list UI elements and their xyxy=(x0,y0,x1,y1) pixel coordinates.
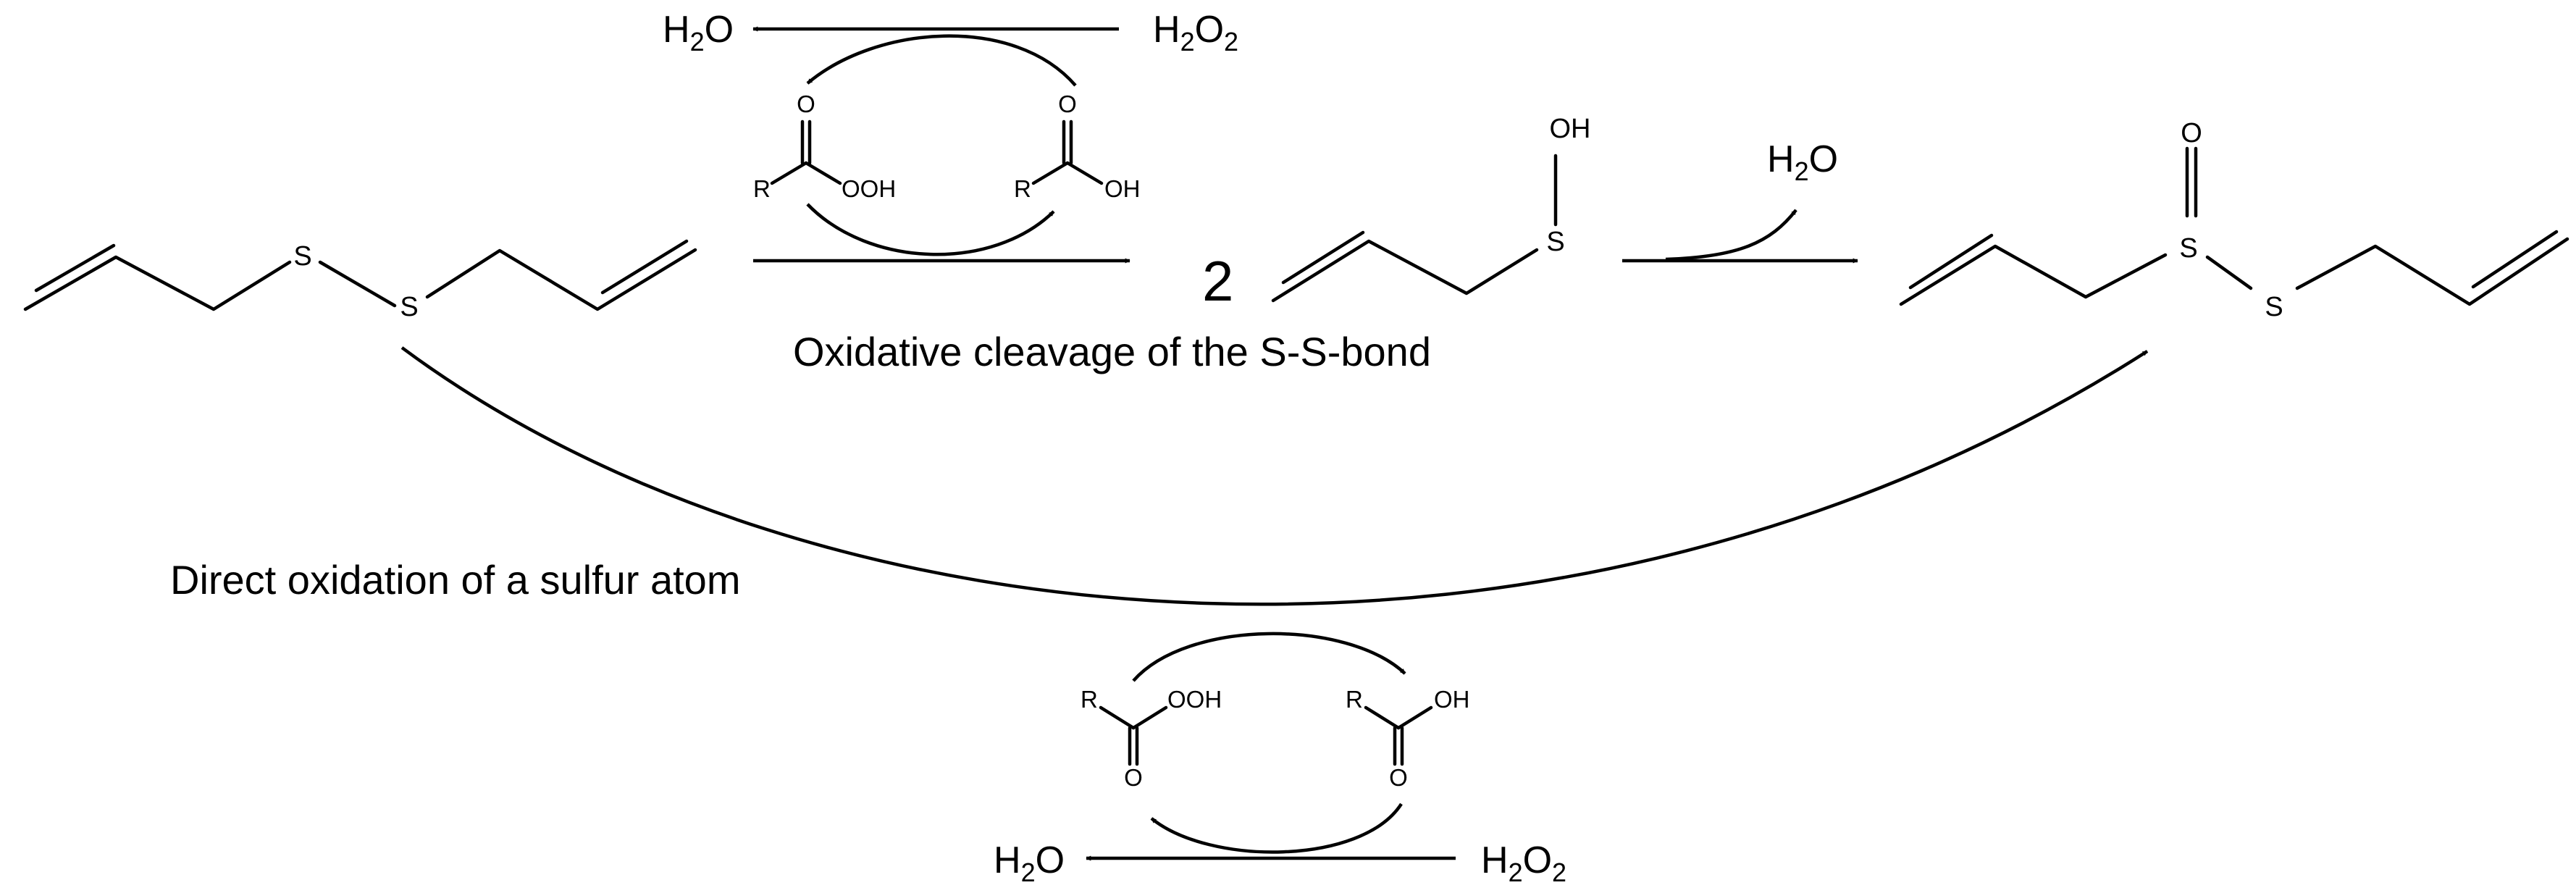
oxidation-arc-bottom xyxy=(1132,632,1406,682)
sulfur-label: S xyxy=(1546,227,1564,257)
hydroxyl-label: OH xyxy=(1550,114,1591,144)
allicin: S O S xyxy=(1899,118,2569,322)
sulfur-label-2: S xyxy=(400,292,418,322)
diallyl-disulfide: S S xyxy=(23,239,697,322)
recycle-arrow-bottom xyxy=(1150,802,1403,854)
stoichiometry-coefficient: 2 xyxy=(1202,249,1233,313)
water-label-released: H2O xyxy=(1767,138,1838,186)
r-group-label: R xyxy=(1014,175,1031,202)
direct-oxidation-arrow xyxy=(400,346,2149,606)
ooh-label: OOH xyxy=(1167,686,1222,713)
oh-label: OH xyxy=(1434,686,1470,713)
carboxylic-acid-top: R O OH xyxy=(1014,91,1141,202)
carbonyl-oxygen-label: O xyxy=(1124,764,1143,791)
water-label-bottom: H2O xyxy=(994,839,1065,887)
recycle-arrow-top xyxy=(806,34,1077,87)
oh-label: OH xyxy=(1104,175,1141,202)
thioether-sulfur-label: S xyxy=(2265,292,2283,322)
r-group-label: R xyxy=(1081,686,1098,713)
direct-oxidation-label: Direct oxidation of a sulfur atom xyxy=(170,557,740,603)
sulfoxide-oxygen-label: O xyxy=(2181,118,2202,148)
water-release-arrow xyxy=(1665,209,1797,261)
peracid-bottom: R OOH O xyxy=(1081,686,1222,791)
hydrogen-peroxide-label-bottom: H2O2 xyxy=(1481,839,1566,887)
cleavage-pathway-label: Oxidative cleavage of the S-S-bond xyxy=(793,329,1431,374)
r-group-label: R xyxy=(1346,686,1363,713)
water-label-top: H2O xyxy=(663,9,734,56)
allylsulfenic-acid: S OH xyxy=(1271,114,1591,303)
r-group-label: R xyxy=(753,175,771,202)
top-peracid-cycle: H2O H2O2 R O OOH R O OH xyxy=(663,9,1238,256)
peracid-top: R O OOH xyxy=(753,91,896,202)
sulfoxide-sulfur-label: S xyxy=(2179,233,2197,264)
oxidation-arc-top xyxy=(806,203,1055,256)
carbonyl-oxygen-label: O xyxy=(1058,91,1077,117)
hydrogen-peroxide-label-top: H2O2 xyxy=(1153,9,1238,56)
bottom-peracid-cycle: R OOH O R OH O H2O H2O2 xyxy=(994,632,1566,887)
ooh-label: OOH xyxy=(842,175,896,202)
carbonyl-oxygen-label: O xyxy=(1389,764,1408,791)
carbonyl-oxygen-label: O xyxy=(797,91,815,117)
carboxylic-acid-bottom: R OH O xyxy=(1346,686,1470,791)
sulfur-label-1: S xyxy=(293,241,311,272)
